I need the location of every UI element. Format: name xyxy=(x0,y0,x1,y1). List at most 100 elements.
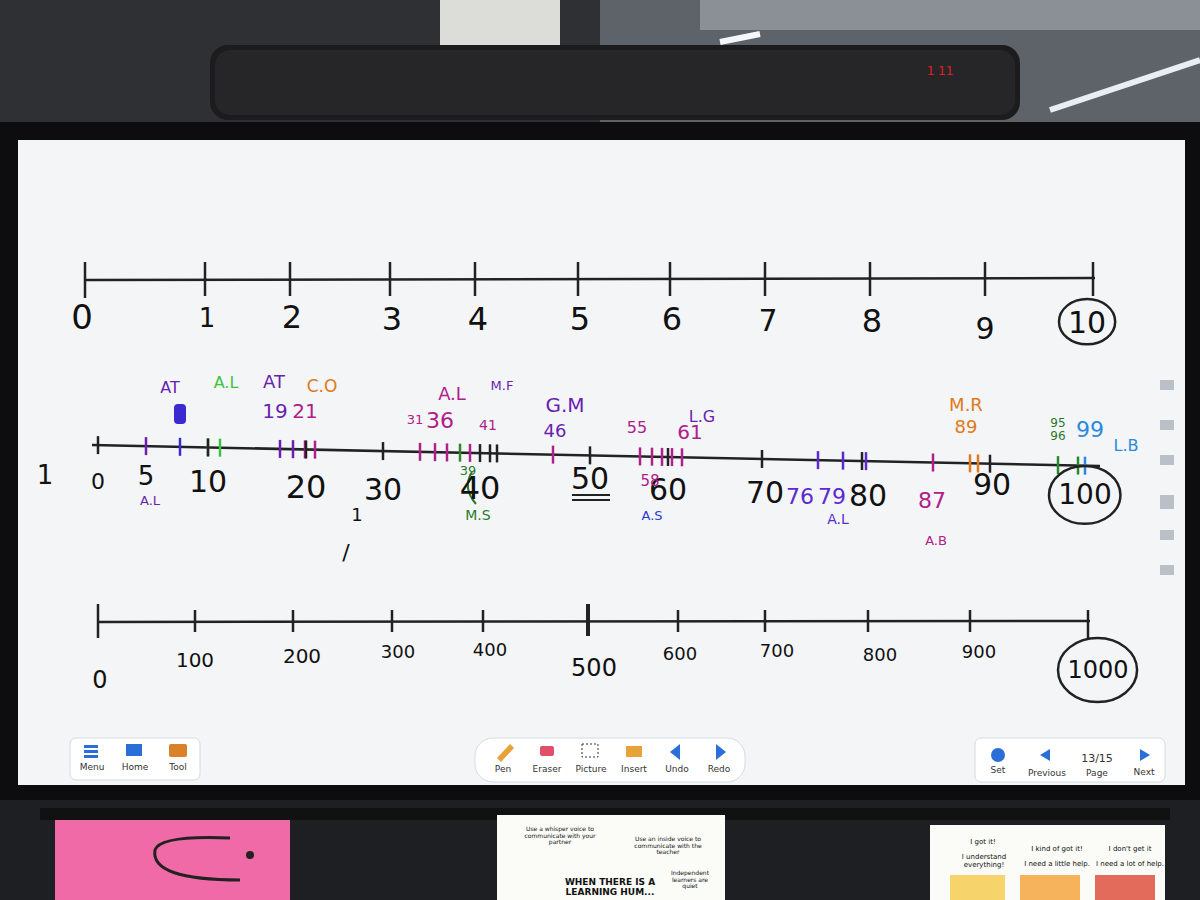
tick-mark xyxy=(459,444,462,462)
tick-mark xyxy=(865,452,868,470)
tick-mark xyxy=(97,436,100,454)
poster-text: I understand everything! xyxy=(952,854,1017,869)
tick-mark xyxy=(969,454,972,472)
tick-mark xyxy=(419,443,422,461)
tick-mark xyxy=(489,444,492,462)
number-line-label: 36 xyxy=(426,409,454,433)
number-line-label: 300 xyxy=(381,642,415,662)
tick-mark xyxy=(552,446,555,464)
circle-outline xyxy=(1058,638,1137,702)
number-line-label: 99 xyxy=(1076,418,1104,442)
number-line-label: 5 xyxy=(138,462,155,491)
number-line-label: 1 xyxy=(199,304,216,333)
number-line-label: 58 xyxy=(640,473,659,490)
number-line-label: 10 xyxy=(189,465,227,498)
number-line-label: A.L xyxy=(214,374,239,392)
number-line-label: 0 xyxy=(92,667,107,693)
tick-mark xyxy=(932,454,935,472)
circled-number: 10 xyxy=(1057,297,1117,346)
tick-mark xyxy=(305,440,308,458)
toolbar-label: Tool xyxy=(169,763,186,773)
toolbar-label: Next xyxy=(1134,768,1155,778)
number-line-label: 76 xyxy=(786,485,814,509)
tick-mark xyxy=(179,438,182,456)
number-line-label: 19 xyxy=(262,400,287,422)
number-line-label: 90 xyxy=(973,468,1011,501)
number-line-label: A.L xyxy=(438,384,466,404)
number-line-label: 1 xyxy=(351,505,362,525)
number-line-label: 500 xyxy=(571,655,617,681)
node-text: 100 xyxy=(1058,480,1111,511)
number-line-label: 21 xyxy=(292,400,317,422)
number-line-label: 900 xyxy=(962,642,996,662)
number-line-label: 2 xyxy=(282,300,302,335)
poster-text: I don't get it xyxy=(1109,846,1152,854)
toolbar-label: Home xyxy=(122,763,149,773)
tick-mark xyxy=(817,451,820,469)
circled-number: 100 xyxy=(1047,464,1122,526)
tick-mark xyxy=(639,447,642,465)
number-line-label: / xyxy=(342,541,349,565)
tick-mark xyxy=(219,439,222,457)
toolbar-label: Page xyxy=(1086,769,1108,779)
tick-mark xyxy=(314,441,317,459)
tick-mark xyxy=(761,450,764,468)
number-line-label: M.R xyxy=(949,395,983,415)
number-line-label: 79 xyxy=(818,485,846,509)
tick-mark xyxy=(434,443,437,461)
toolbar-label: Redo xyxy=(708,765,731,775)
number-line-label: G.M xyxy=(545,394,584,416)
tick-mark xyxy=(496,444,499,462)
number-line-label: M.F xyxy=(491,379,514,393)
number-line-label: 7 xyxy=(758,304,777,337)
number-line-label: 9 xyxy=(975,312,994,345)
number-line-label: C.O xyxy=(307,377,338,396)
number-line-label: AT xyxy=(263,372,285,392)
circle-outline xyxy=(1059,299,1115,344)
number-line-label: 800 xyxy=(863,645,897,665)
number-line-label: 6 xyxy=(662,302,682,337)
poster-text: I need a little help. xyxy=(1024,861,1090,869)
number-line-label: A.L xyxy=(827,512,849,527)
poster-text: I need a lot of help. xyxy=(1096,861,1164,869)
number-line-label: M.S xyxy=(465,508,490,523)
poster-text: WHEN THERE IS A LEARNING HUM... xyxy=(550,878,670,898)
number-line-label: 31 xyxy=(407,413,424,427)
toolbar-label: Pen xyxy=(495,765,511,775)
number-line-label: 100 xyxy=(176,649,214,671)
poster-text: Independent learners are quiet xyxy=(668,870,713,890)
tick-mark xyxy=(842,452,845,470)
toolbar-label: Undo xyxy=(665,765,689,775)
tick-mark xyxy=(1057,456,1060,474)
number-line-label: 61 xyxy=(677,421,702,443)
tick-mark xyxy=(207,438,210,456)
number-line-label: 20 xyxy=(286,470,327,505)
tick-mark xyxy=(382,442,385,460)
number-line-label: 200 xyxy=(283,645,321,667)
toolbar-label: Eraser xyxy=(533,765,562,775)
tick-mark xyxy=(651,448,654,466)
number-line-label: 80 xyxy=(849,479,887,512)
tick-mark xyxy=(479,444,482,462)
toolbar-label: Set xyxy=(991,766,1006,776)
number-line-label: 55 xyxy=(627,419,647,437)
node-text: 10 xyxy=(1068,305,1106,338)
number-line-label: AT xyxy=(160,379,179,397)
number-line-label: 700 xyxy=(760,641,794,661)
tick-mark xyxy=(292,440,295,458)
circle-outline xyxy=(1049,466,1120,524)
node-text: 1000 xyxy=(1067,657,1128,683)
tick-mark xyxy=(469,444,472,462)
led-display: 1 11 xyxy=(927,65,954,78)
tick-mark xyxy=(207,438,210,456)
tick-mark xyxy=(446,443,449,461)
number-line-label: 46 xyxy=(544,421,567,441)
tick-mark xyxy=(681,448,684,466)
number-line-label: 3 xyxy=(382,302,402,337)
number-line-label: 39 xyxy=(460,464,477,478)
toolbar-label: Insert xyxy=(621,765,647,775)
tick-mark xyxy=(661,448,664,466)
number-line-label: 41 xyxy=(479,418,497,433)
number-line-label: A.L xyxy=(140,494,160,508)
number-line-label: 70 xyxy=(746,476,784,509)
